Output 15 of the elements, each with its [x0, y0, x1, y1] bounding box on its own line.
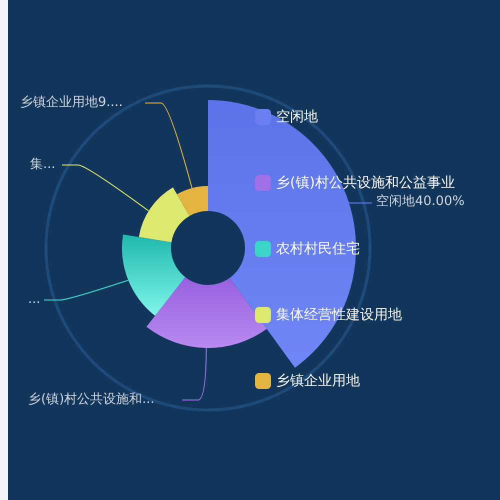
rose-slice [146, 277, 267, 348]
rose-slice [122, 234, 186, 316]
legend-label: 空闲地 [276, 108, 318, 126]
slice-label: 空闲地40.00% [376, 194, 465, 210]
leader-line [44, 280, 129, 300]
slice-label: 乡(镇)村公共设施和... [28, 392, 155, 408]
legend-label: 乡镇企业用地 [276, 372, 360, 390]
leader-line [182, 348, 207, 400]
slice-label: 集... [30, 157, 56, 173]
leader-line [144, 102, 192, 189]
slice-label: 乡镇企业用地9.... [20, 95, 123, 111]
slice-label: ... [28, 292, 40, 308]
rose-slice [177, 186, 208, 216]
leader-line [348, 202, 372, 204]
leader-line [62, 164, 150, 212]
